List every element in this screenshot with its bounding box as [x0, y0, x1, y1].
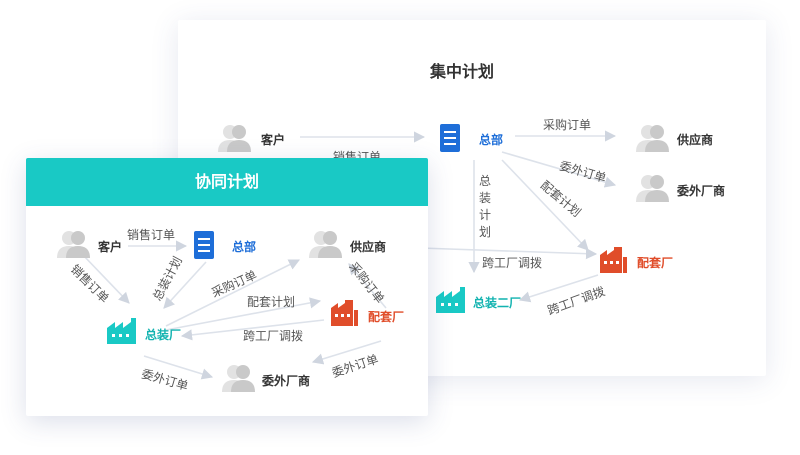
- node-assembly-factory-2: 总装二厂: [473, 296, 522, 310]
- node-supporting-factory: 配套厂: [368, 310, 405, 324]
- node-supplier: 供应商: [350, 240, 387, 254]
- factory-teal-icon: [436, 287, 465, 313]
- person-icon: [309, 231, 342, 258]
- collab-plan-title: 协同计划: [26, 158, 428, 206]
- edge-collab-supporting: [419, 247, 598, 260]
- node-outsource: 委外厂商: [677, 184, 726, 198]
- person-icon: [57, 231, 90, 258]
- node-assembly-factory: 总装厂: [145, 328, 182, 342]
- node-hq: 总部: [479, 133, 504, 147]
- collab-connector-lines: [81, 240, 387, 380]
- factory-red-icon: [331, 300, 358, 326]
- edge-hq-supporting: [501, 159, 589, 251]
- edge-label-sales-order: 销售订单: [127, 228, 176, 242]
- hq-building-icon: [440, 124, 460, 152]
- node-supporting-factory: 配套厂: [637, 256, 674, 270]
- person-icon: [636, 175, 669, 202]
- node-customer: 客户: [98, 240, 123, 254]
- person-icon: [636, 125, 669, 152]
- edge-hq-outsource: [501, 151, 617, 188]
- edge-label-purchase-order: 采购订单: [543, 118, 592, 132]
- node-outsource: 委外厂商: [262, 374, 311, 388]
- person-icon: [222, 365, 255, 392]
- node-hq: 总部: [232, 240, 257, 254]
- node-customer: 客户: [261, 133, 286, 147]
- hq-building-icon: [194, 231, 214, 259]
- edge-label-cross-transfer: 跨工厂调拨: [243, 329, 304, 343]
- collab-plan-card: 协同计划: [26, 158, 428, 416]
- factory-red-icon: [600, 247, 627, 273]
- person-icon: [218, 125, 251, 152]
- central-plan-title: 集中计划: [430, 62, 495, 81]
- factory-teal-icon: [107, 318, 136, 344]
- edge-supporting-assembly2: [518, 274, 599, 303]
- edge-label-assembly-plan: 总装计划: [478, 174, 491, 239]
- edge-label-cross-transfer: 跨工厂调拨: [482, 256, 543, 270]
- node-supplier: 供应商: [677, 133, 714, 147]
- edge-label-supporting-plan: 配套计划: [247, 295, 296, 309]
